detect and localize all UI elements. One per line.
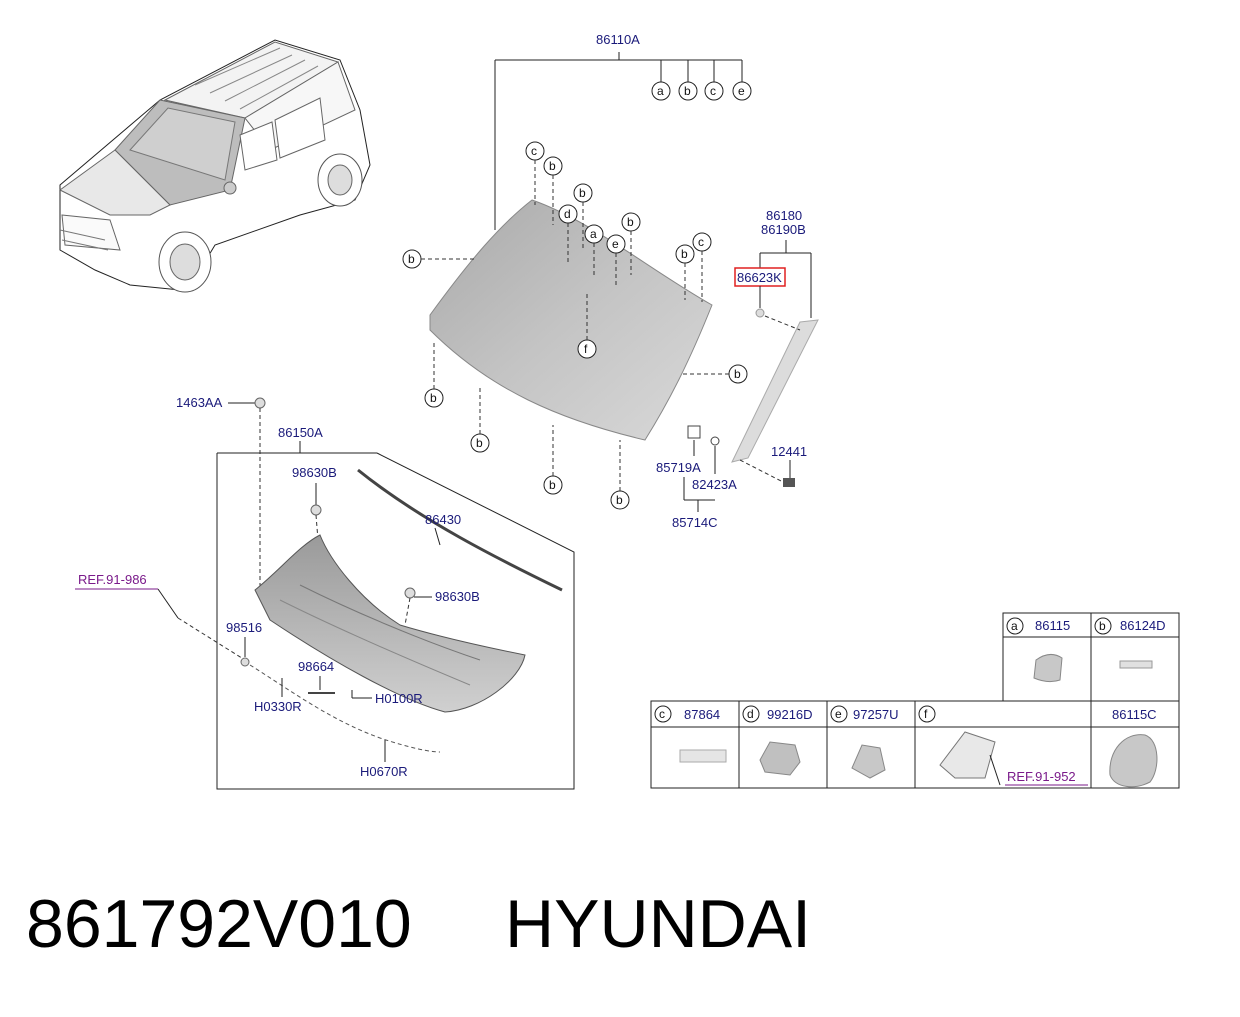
circle-b-8: b bbox=[610, 490, 630, 510]
brand-text: HYUNDAI bbox=[505, 886, 812, 962]
svg-text:b: b bbox=[627, 215, 634, 229]
circle-a: a bbox=[584, 224, 604, 244]
table-cell-e: e 97257U bbox=[830, 705, 899, 779]
label-h0330r: H0330R bbox=[254, 699, 302, 714]
table-cell-86115c: 86115C bbox=[1109, 707, 1158, 788]
svg-text:b: b bbox=[549, 159, 556, 173]
label-98664: 98664 bbox=[298, 659, 334, 674]
table-cell-b: b 86124D bbox=[1094, 617, 1166, 669]
circle-b-6: b bbox=[470, 433, 490, 453]
circle-b-1: b bbox=[543, 156, 563, 176]
label-h0100r: H0100R bbox=[375, 691, 423, 706]
label-86110a: 86110A bbox=[596, 32, 640, 47]
circle-b-2: b bbox=[573, 183, 593, 203]
label-86623k: 86623K bbox=[737, 270, 782, 285]
svg-text:c: c bbox=[710, 84, 716, 98]
circle-b-top: b bbox=[678, 81, 698, 101]
table-cell-f: f REF.91-952 bbox=[918, 705, 1088, 786]
svg-text:97257U: 97257U bbox=[853, 707, 899, 722]
svg-text:86115C: 86115C bbox=[1112, 707, 1157, 722]
label-85719a: 85719A bbox=[656, 460, 701, 475]
vehicle-illustration bbox=[59, 39, 371, 293]
cowl-assembly: 1463AA 86150A 98630B 86430 98630B REF.91… bbox=[75, 395, 575, 790]
circle-c-1: c bbox=[525, 141, 545, 161]
svg-text:86124D: 86124D bbox=[1120, 618, 1166, 633]
label-h0670r: H0670R bbox=[360, 764, 408, 779]
svg-text:b: b bbox=[681, 247, 688, 261]
svg-text:b: b bbox=[684, 84, 691, 98]
circle-e: e bbox=[606, 234, 626, 254]
svg-text:d: d bbox=[564, 207, 571, 221]
ref-91-986: REF.91-986 bbox=[78, 572, 147, 587]
pillar-molding: 86180 86190B 86623K 12441 bbox=[731, 208, 819, 487]
table-cell-a: a 86115 bbox=[1006, 617, 1070, 683]
label-1463aa: 1463AA bbox=[176, 395, 223, 410]
label-82423a: 82423A bbox=[692, 477, 737, 492]
label-85714c: 85714C bbox=[672, 515, 718, 530]
svg-text:99216D: 99216D bbox=[767, 707, 813, 722]
svg-text:b: b bbox=[616, 493, 623, 507]
svg-text:c: c bbox=[659, 707, 665, 721]
label-86190b: 86190B bbox=[761, 222, 806, 237]
svg-text:b: b bbox=[476, 436, 483, 450]
svg-text:b: b bbox=[549, 478, 556, 492]
svg-text:b: b bbox=[1099, 619, 1106, 633]
svg-text:e: e bbox=[738, 84, 745, 98]
bolt-part bbox=[783, 478, 795, 487]
svg-text:d: d bbox=[747, 707, 754, 721]
svg-text:e: e bbox=[612, 237, 619, 251]
circle-b-3: b bbox=[621, 212, 641, 232]
svg-text:c: c bbox=[698, 235, 704, 249]
label-86430: 86430 bbox=[425, 512, 461, 527]
label-98630b-right: 98630B bbox=[435, 589, 480, 604]
ref-91-952: REF.91-952 bbox=[1007, 769, 1076, 784]
svg-text:b: b bbox=[430, 391, 437, 405]
svg-text:86115: 86115 bbox=[1035, 618, 1070, 633]
windshield-callout: 86110A bbox=[494, 32, 743, 230]
svg-text:c: c bbox=[531, 144, 537, 158]
cowl-seal-strip bbox=[357, 468, 563, 592]
letter-circles: a b c e c b b d a e b b c f b b b b b b bbox=[402, 81, 752, 510]
label-98630b-top: 98630B bbox=[292, 465, 337, 480]
circle-b-5: b bbox=[424, 388, 444, 408]
circle-f: f bbox=[577, 339, 597, 359]
parts-table: a 86115 b 86124D c 87864 d 99216D bbox=[650, 612, 1180, 789]
svg-text:b: b bbox=[579, 186, 586, 200]
circle-d: d bbox=[558, 204, 578, 224]
circle-e-top: e bbox=[732, 81, 752, 101]
svg-text:e: e bbox=[835, 707, 842, 721]
clips-group: 85719A 82423A 85714C bbox=[656, 425, 737, 530]
svg-text:a: a bbox=[1011, 619, 1018, 633]
circle-c-top: c bbox=[704, 81, 724, 101]
table-cell-d: d 99216D bbox=[742, 705, 813, 776]
svg-text:f: f bbox=[924, 707, 928, 721]
cowl-panel bbox=[254, 534, 526, 713]
circle-b-4: b bbox=[675, 244, 695, 264]
part-number-text: 861792V010 bbox=[26, 886, 412, 962]
table-cell-c: c 87864 bbox=[654, 705, 727, 763]
svg-text:a: a bbox=[657, 84, 664, 98]
circle-b-right: b bbox=[728, 364, 748, 384]
label-86180: 86180 bbox=[766, 208, 802, 223]
label-86150a: 86150A bbox=[278, 425, 323, 440]
circle-c-2: c bbox=[692, 232, 712, 252]
label-98516: 98516 bbox=[226, 620, 262, 635]
circle-b-left: b bbox=[402, 249, 422, 269]
windshield bbox=[429, 199, 713, 441]
label-12441: 12441 bbox=[771, 444, 807, 459]
svg-text:b: b bbox=[408, 252, 415, 266]
svg-text:87864: 87864 bbox=[684, 707, 720, 722]
svg-text:a: a bbox=[590, 227, 597, 241]
svg-text:f: f bbox=[584, 342, 588, 356]
circle-b-7: b bbox=[543, 475, 563, 495]
circle-a-top: a bbox=[651, 81, 671, 101]
svg-text:b: b bbox=[734, 367, 741, 381]
